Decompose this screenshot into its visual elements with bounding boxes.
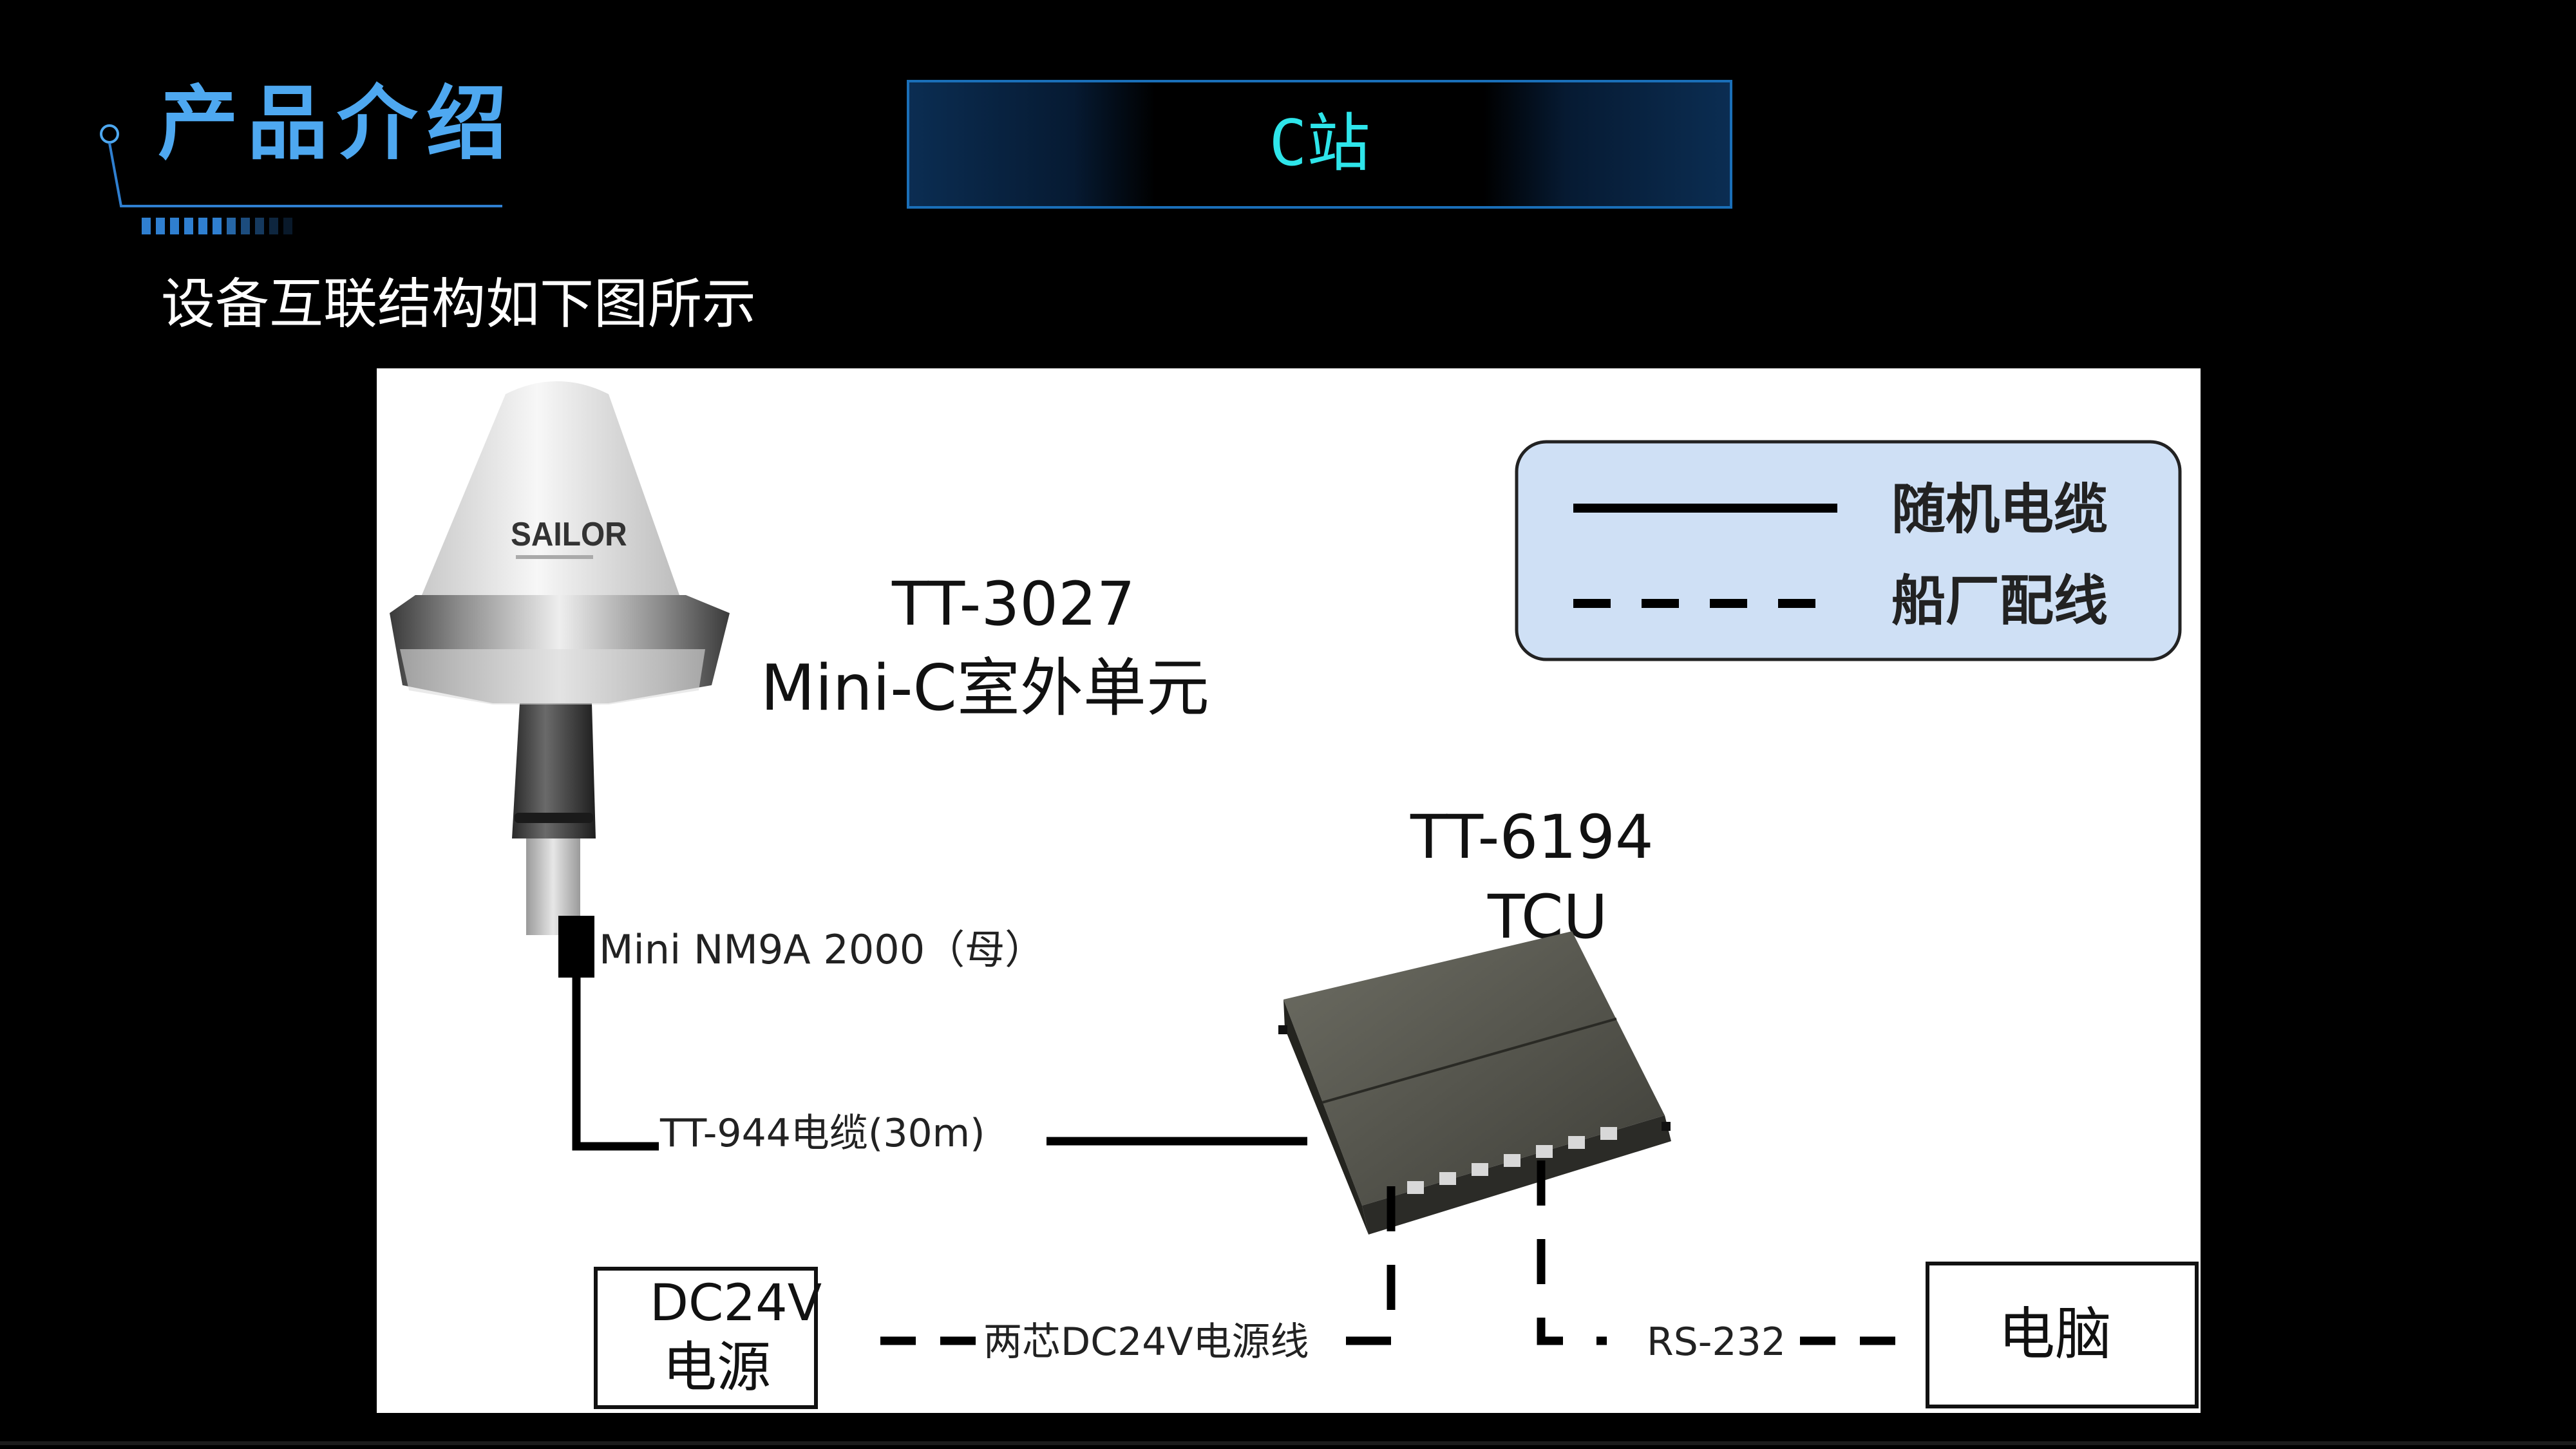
tcu-model-label: TT-6194	[1410, 802, 1654, 873]
tcu-device	[1278, 931, 1671, 1235]
legend: 随机电缆 船厂配线	[1515, 440, 2182, 661]
tt944-cable	[572, 978, 659, 1151]
power-box-line1: DC24V	[650, 1274, 822, 1332]
bottom-rule	[0, 1441, 2576, 1445]
tab-c-station[interactable]: C站	[907, 80, 1732, 209]
power-cable-label: 两芯DC24V电源线	[983, 1320, 1309, 1365]
pc-box-label: 电脑	[1998, 1301, 2112, 1367]
antenna-illustration: SAILOR	[390, 381, 730, 935]
antenna-brand-label: SAILOR	[511, 515, 627, 553]
legend-dashed-label: 船厂配线	[1891, 569, 2108, 632]
tt944-cable-label: TT-944电缆(30m)	[659, 1111, 985, 1156]
legend-box	[1515, 440, 2182, 661]
dc24v-power-box: DC24V 电源	[594, 1267, 822, 1409]
antenna-description-label: Mini-C室外单元	[761, 652, 1209, 725]
connector-block	[558, 916, 594, 978]
legend-solid-label: 随机电缆	[1891, 478, 2108, 541]
tab-c-station-label: C站	[1269, 107, 1370, 180]
antenna-model-label: TT-3027	[891, 569, 1135, 639]
page-title: 产品介绍	[158, 77, 516, 171]
rs232-label: RS-232	[1647, 1320, 1786, 1365]
connector-label: Mini NM9A 2000（母）	[599, 926, 1045, 973]
power-box-line2: 电源	[663, 1336, 771, 1399]
pc-box: 电脑	[1926, 1262, 2199, 1408]
interconnection-diagram: 随机电缆 船厂配线 SAILOR TT-3027 Mini-C室外单元 Mini…	[377, 368, 2201, 1413]
slide-subtitle: 设备互联结构如下图所示	[161, 272, 757, 336]
title-decoration	[100, 124, 502, 234]
rs232-cable	[1537, 1160, 1607, 1345]
